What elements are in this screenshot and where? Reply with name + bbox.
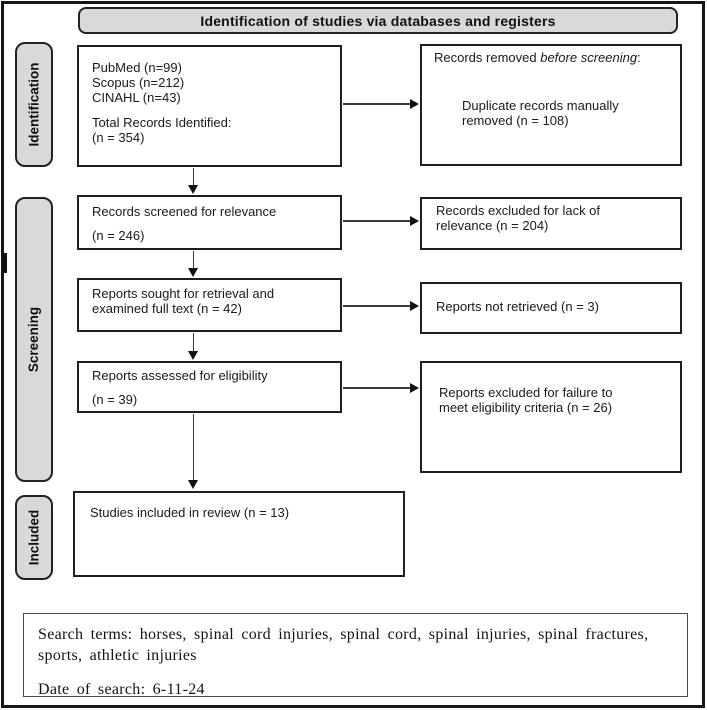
header-title: Identification of studies via databases … — [200, 12, 556, 29]
arrowhead-icon — [188, 480, 198, 489]
arrowhead-icon — [410, 301, 419, 311]
arrowhead-icon — [188, 268, 198, 277]
left-border-tick-mark — [2, 253, 7, 273]
box-studies-included: Studies included in review (n = 13) — [73, 491, 405, 577]
arrow-down-identified-to-screened — [188, 168, 198, 194]
arrow-down-screened-to-sought — [188, 251, 198, 277]
source-scopus: Scopus (n=212) — [92, 75, 185, 90]
arrowhead-icon — [188, 185, 198, 194]
search-terms-text: Search terms: horses, spinal cord injuri… — [38, 626, 649, 664]
total-records-count: (n = 354) — [92, 130, 145, 145]
arrowhead-icon — [410, 216, 419, 226]
duplicates-removed-detail: Duplicate records manually removed (n = … — [462, 98, 619, 128]
header-banner: Identification of studies via databases … — [78, 7, 678, 34]
box-reports-assessed: Reports assessed for eligibility (n = 39… — [77, 361, 342, 413]
date-of-search-text: Date of search: 6-11-24 — [38, 681, 205, 698]
box-records-excluded-relevance: Records excluded for lack of relevance (… — [420, 197, 682, 250]
box-records-screened: Records screened for relevance (n = 246) — [77, 195, 342, 250]
arrow-right-screened-to-excluded — [343, 216, 419, 226]
search-terms-note: Search terms: horses, spinal cord injuri… — [23, 613, 688, 698]
total-records-label: Total Records Identified: — [92, 115, 232, 130]
arrowhead-icon — [188, 351, 198, 360]
stage-label-screening: Screening — [15, 197, 53, 482]
arrowhead-icon — [410, 99, 419, 109]
box-reports-not-retrieved: Reports not retrieved (n = 3) — [420, 282, 682, 334]
source-pubmed: PubMed (n=99) — [92, 60, 182, 75]
box-records-removed-before-screening: Records removed before screening: Duplic… — [420, 44, 682, 166]
box-records-identified: PubMed (n=99) Scopus (n=212) CINAHL (n=4… — [77, 45, 342, 167]
box-reports-sought: Reports sought for retrieval and examine… — [77, 278, 342, 332]
arrow-right-identified-to-removed — [343, 99, 419, 109]
arrow-down-assessed-to-included — [188, 414, 198, 489]
source-cinahl: CINAHL (n=43) — [92, 90, 181, 105]
arrow-down-sought-to-assessed — [188, 333, 198, 360]
arrowhead-icon — [410, 383, 419, 393]
records-removed-heading: Records removed before screening: — [434, 50, 641, 65]
arrow-right-sought-to-not-retrieved — [343, 301, 419, 311]
stage-label-included: Included — [15, 495, 53, 580]
box-reports-excluded-eligibility: Reports excluded for failure to meet eli… — [420, 361, 682, 473]
stage-label-identification: Identification — [15, 42, 53, 167]
arrow-right-assessed-to-excluded — [343, 383, 419, 393]
